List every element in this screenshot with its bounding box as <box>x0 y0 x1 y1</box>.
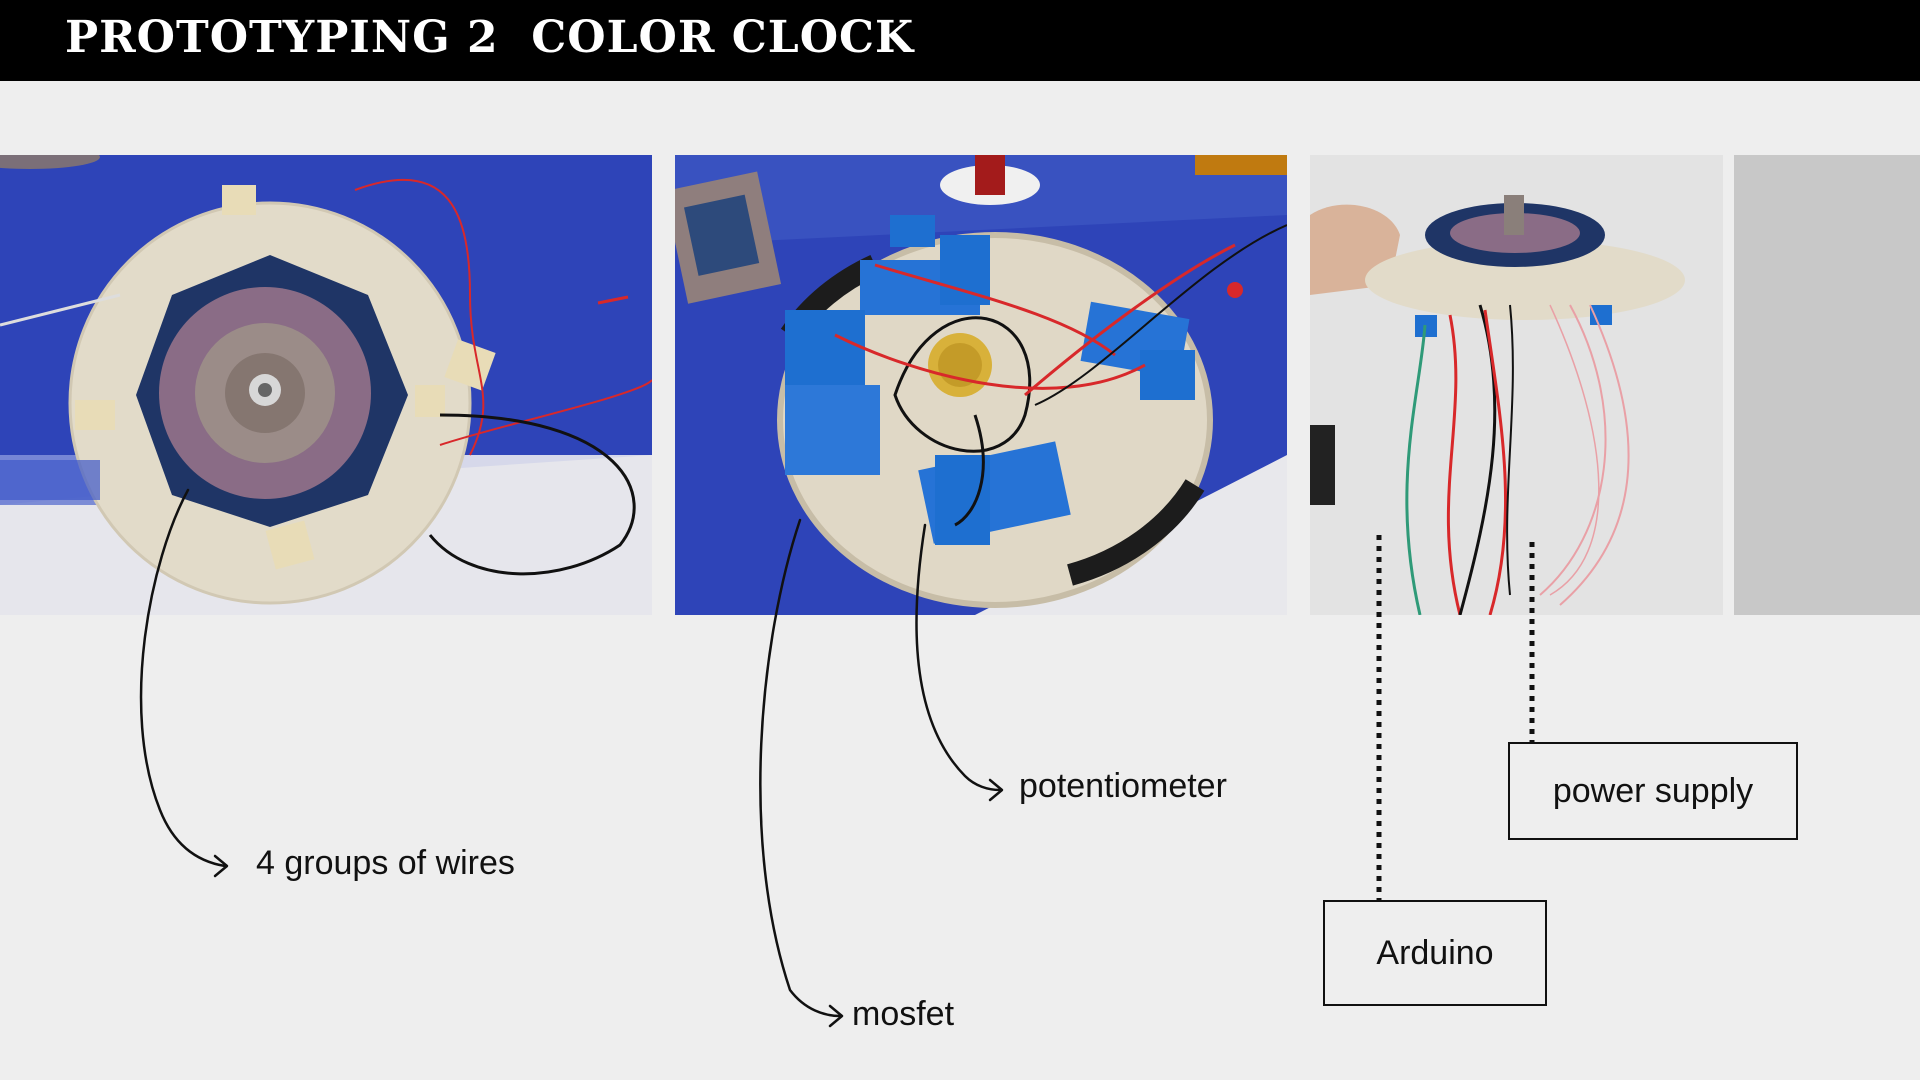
arduino-box: Arduino <box>1323 900 1547 1006</box>
label-arduino: Arduino <box>1376 933 1494 972</box>
title-bar: PROTOTYPING 2 COLOR CLOCK <box>0 0 1920 81</box>
photo-hanging-prototype <box>1310 155 1723 615</box>
mosfet-arrowhead <box>828 1004 844 1028</box>
label-potentiometer: potentiometer <box>1019 767 1227 805</box>
potentiometer-arrowhead <box>988 778 1004 802</box>
power-supply-box: power supply <box>1508 742 1798 840</box>
wires-arrowhead <box>213 854 229 878</box>
label-mosfet: mosfet <box>852 995 955 1033</box>
photo-crochet-disc <box>0 155 652 615</box>
photo-electronics <box>675 155 1287 615</box>
page-title: PROTOTYPING 2 COLOR CLOCK <box>65 12 915 63</box>
photo-grey-panel <box>1734 155 1920 615</box>
label-power-supply: power supply <box>1552 771 1754 810</box>
label-wires: 4 groups of wires <box>256 844 515 882</box>
